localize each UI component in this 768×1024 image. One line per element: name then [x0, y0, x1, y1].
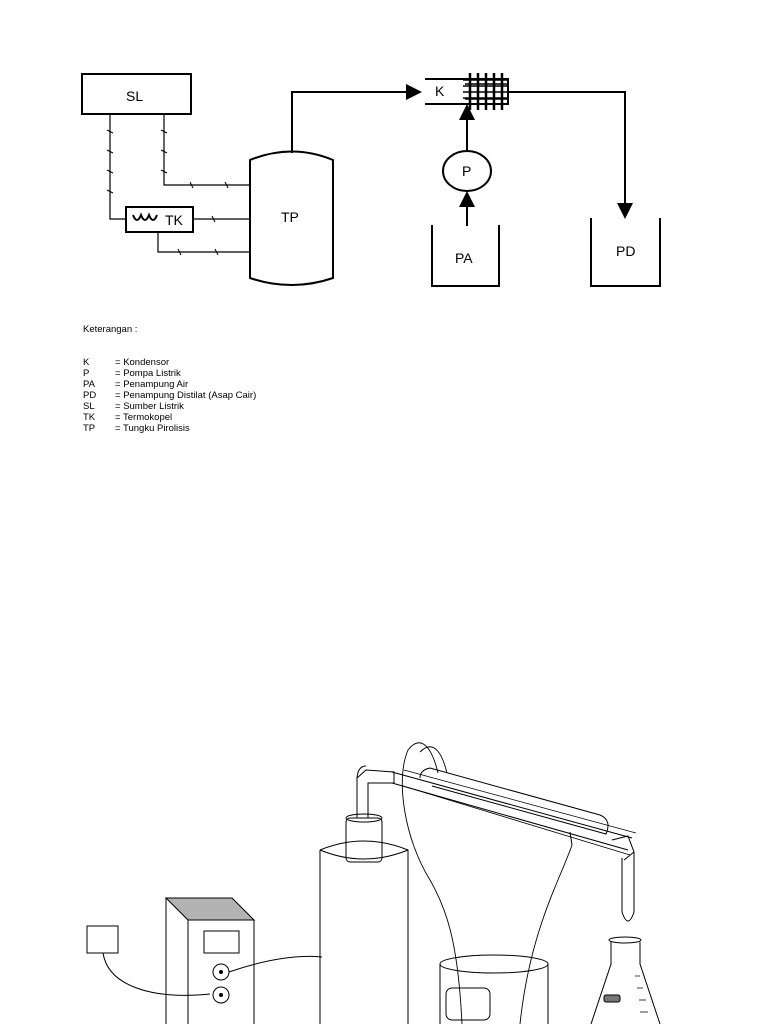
legend-code: PA [83, 379, 95, 390]
power-socket [86, 925, 119, 954]
thermocouple-icon [132, 212, 158, 221]
legend-item: SL Sumber Listrik [83, 401, 256, 412]
legend-code: K [83, 357, 90, 368]
legend-code: TK [83, 412, 96, 423]
power-cable [102, 952, 211, 996]
water-beaker [439, 954, 549, 1024]
cooling-hose-out [519, 844, 573, 1024]
label-tk: TK [165, 212, 184, 228]
tp-furnace [249, 150, 334, 286]
legend-desc: Termokopel [115, 412, 172, 423]
legend-code: PD [83, 390, 97, 401]
legend-code: SL [83, 401, 95, 412]
liebig-condenser [391, 767, 637, 861]
temperature-controller [164, 897, 256, 1024]
schematic [81, 73, 661, 287]
legend-item: TK Termokopel [83, 412, 256, 423]
legend-code: P [83, 368, 90, 379]
pa-container [431, 225, 500, 287]
cooling-hose [401, 742, 463, 1024]
label-p: P [462, 163, 471, 179]
thermocouple-wire [228, 955, 323, 973]
pd-container [590, 218, 661, 287]
legend-desc: Sumber Listrik [115, 401, 184, 412]
legend-code: TP [83, 423, 96, 434]
label-pa: PA [455, 250, 473, 266]
vapor-line [291, 84, 422, 153]
legend-title: Keterangan : [83, 324, 138, 335]
legend-desc: Tungku Pirolisis [115, 423, 190, 434]
legend-desc: Penampung Air [115, 379, 188, 390]
legend-desc: Pompa Listrik [115, 368, 181, 379]
label-k: K [435, 83, 445, 99]
legend-item: TP Tungku Pirolisis [83, 423, 256, 434]
label-pd: PD [616, 243, 635, 259]
erlenmeyer-flask [590, 936, 661, 1024]
legend-item: PD Penampung Distilat (Asap Cair) [83, 390, 256, 401]
legend-item: K Kondensor [83, 357, 256, 368]
adapter-tube [621, 852, 635, 922]
distillate-line [508, 91, 633, 219]
legend-desc: Penampung Distilat (Asap Cair) [115, 390, 256, 401]
lab-illustration [86, 742, 661, 1024]
label-tp: TP [281, 209, 299, 225]
legend-desc: Kondensor [115, 357, 169, 368]
wire-marks [106, 129, 229, 256]
legend-item: P Pompa Listrik [83, 368, 256, 379]
legend-item: PA Penampung Air [83, 379, 256, 390]
legend: Keterangan : K Kondensor P Pompa Listrik… [83, 324, 256, 434]
pyrolysis-reactor [319, 765, 409, 1024]
sl-box [81, 73, 192, 115]
label-sl: SL [126, 88, 143, 104]
